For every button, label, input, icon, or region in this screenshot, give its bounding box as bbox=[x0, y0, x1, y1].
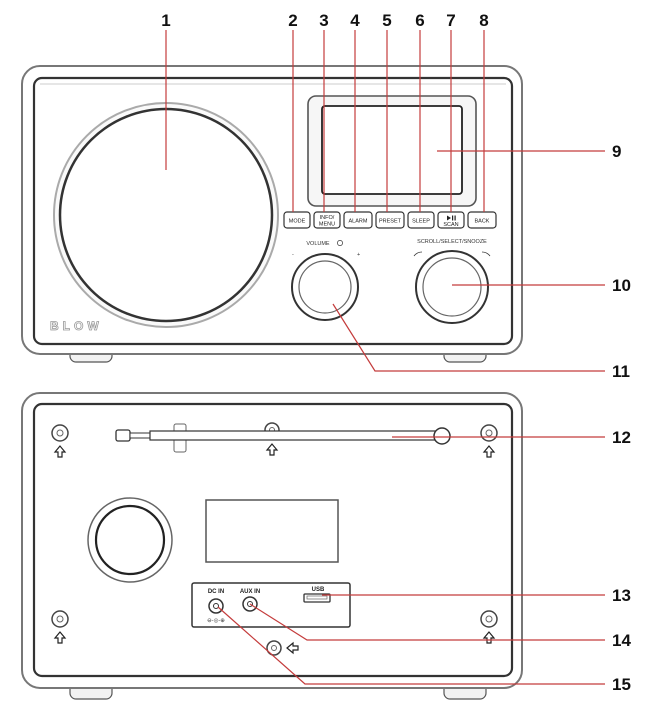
left-arrow-icon bbox=[286, 641, 299, 655]
back-view: DC IN ⊖-◎-⊕ AUX IN USB bbox=[21, 392, 523, 700]
up-arrow-icon bbox=[53, 631, 67, 644]
callout-4: 4 bbox=[350, 11, 360, 30]
info-menu-button-label-top: INFO/ bbox=[320, 215, 335, 221]
preset-button[interactable] bbox=[375, 211, 405, 229]
front-display-screen bbox=[321, 105, 463, 195]
callout-9: 9 bbox=[612, 142, 621, 161]
antenna-rod-thin bbox=[129, 432, 151, 439]
telescopic-antenna[interactable] bbox=[115, 423, 451, 453]
volume-label: VOLUME bbox=[306, 241, 330, 247]
up-arrow-icon bbox=[482, 631, 496, 644]
up-arrow-icon bbox=[482, 445, 496, 458]
info-menu-button-label-bottom: MENU bbox=[319, 222, 335, 228]
front-brand-logo: BLOW bbox=[50, 319, 103, 333]
callout-numbers: 1 2 3 4 5 6 7 8 9 10 11 12 13 14 15 bbox=[161, 11, 631, 694]
callout-3: 3 bbox=[319, 11, 328, 30]
callout-12: 12 bbox=[612, 428, 631, 447]
callout-lines bbox=[165, 30, 605, 685]
scroll-knob-inner bbox=[422, 257, 482, 317]
callout-2: 2 bbox=[288, 11, 297, 30]
front-view: BLOW MODE INFO/ MENU ALARM PRESET SLEEP … bbox=[21, 65, 523, 363]
dc-in-label: DC IN bbox=[208, 589, 224, 595]
leader-line-14 bbox=[249, 603, 605, 641]
callout-6: 6 bbox=[415, 11, 424, 30]
rear-label-plate bbox=[205, 499, 339, 563]
scroll-left-arrow-icon bbox=[413, 251, 423, 257]
back-button-label: BACK bbox=[475, 219, 490, 225]
sleep-button-label: SLEEP bbox=[412, 219, 430, 225]
mode-button-label: MODE bbox=[289, 219, 306, 225]
sleep-button[interactable] bbox=[407, 211, 435, 229]
antenna-rod-main bbox=[149, 430, 441, 441]
callout-1: 1 bbox=[161, 11, 170, 30]
alarm-button-label: ALARM bbox=[349, 219, 368, 225]
preset-button-label: PRESET bbox=[379, 219, 402, 225]
info-menu-button[interactable] bbox=[313, 211, 341, 229]
scroll-select-snooze-label: SCROLL/SELECT/SNOOZE bbox=[417, 239, 487, 245]
scroll-right-arrow-icon bbox=[481, 251, 491, 257]
play-pause-icon bbox=[447, 215, 456, 221]
up-arrow-icon bbox=[53, 445, 67, 458]
callout-10: 10 bbox=[612, 276, 631, 295]
antenna-pivot bbox=[433, 427, 451, 445]
leader-line-15 bbox=[217, 606, 605, 685]
alarm-button[interactable] bbox=[343, 211, 373, 229]
volume-plus-label: + bbox=[357, 252, 360, 258]
power-icon bbox=[337, 240, 343, 246]
mode-button[interactable] bbox=[283, 211, 311, 229]
callout-11: 11 bbox=[612, 362, 630, 381]
volume-knob-inner bbox=[298, 260, 352, 314]
front-button-row: MODE INFO/ MENU ALARM PRESET SLEEP SCAN … bbox=[283, 211, 497, 229]
usb-label: USB bbox=[312, 587, 325, 593]
rear-bass-port bbox=[94, 504, 166, 576]
back-button[interactable] bbox=[467, 211, 497, 229]
callout-15: 15 bbox=[612, 675, 631, 694]
callout-8: 8 bbox=[479, 11, 488, 30]
callout-5: 5 bbox=[382, 11, 391, 30]
callout-13: 13 bbox=[612, 586, 631, 605]
dc-polarity-symbol: ⊖-◎-⊕ bbox=[207, 618, 225, 624]
callout-14: 14 bbox=[612, 631, 631, 650]
volume-minus-label: - bbox=[292, 252, 294, 258]
callout-7: 7 bbox=[446, 11, 455, 30]
leader-line-11 bbox=[332, 303, 605, 372]
up-arrow-icon bbox=[265, 443, 279, 456]
antenna-tip bbox=[115, 429, 131, 442]
aux-in-label: AUX IN bbox=[240, 589, 260, 595]
scan-button-label: SCAN bbox=[443, 222, 458, 228]
